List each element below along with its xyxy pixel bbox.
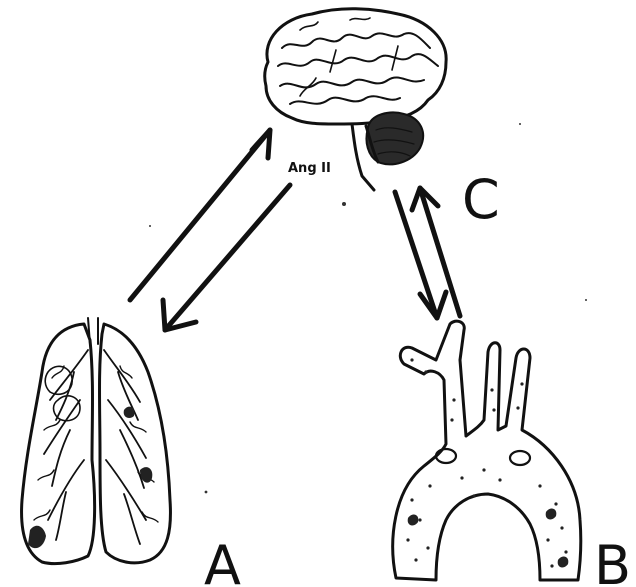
aorta-label: B xyxy=(594,534,631,587)
lungs-label: A xyxy=(204,534,241,587)
ang-ii-label: Ang II xyxy=(288,161,331,176)
scan-speckles xyxy=(149,123,587,493)
pathway-c-label: C xyxy=(462,168,500,231)
aorta-brain-arrows xyxy=(395,188,460,318)
lungs-brain-arrows xyxy=(130,130,290,330)
lungs-illustration xyxy=(22,318,171,564)
aorta-illustration xyxy=(393,321,581,580)
